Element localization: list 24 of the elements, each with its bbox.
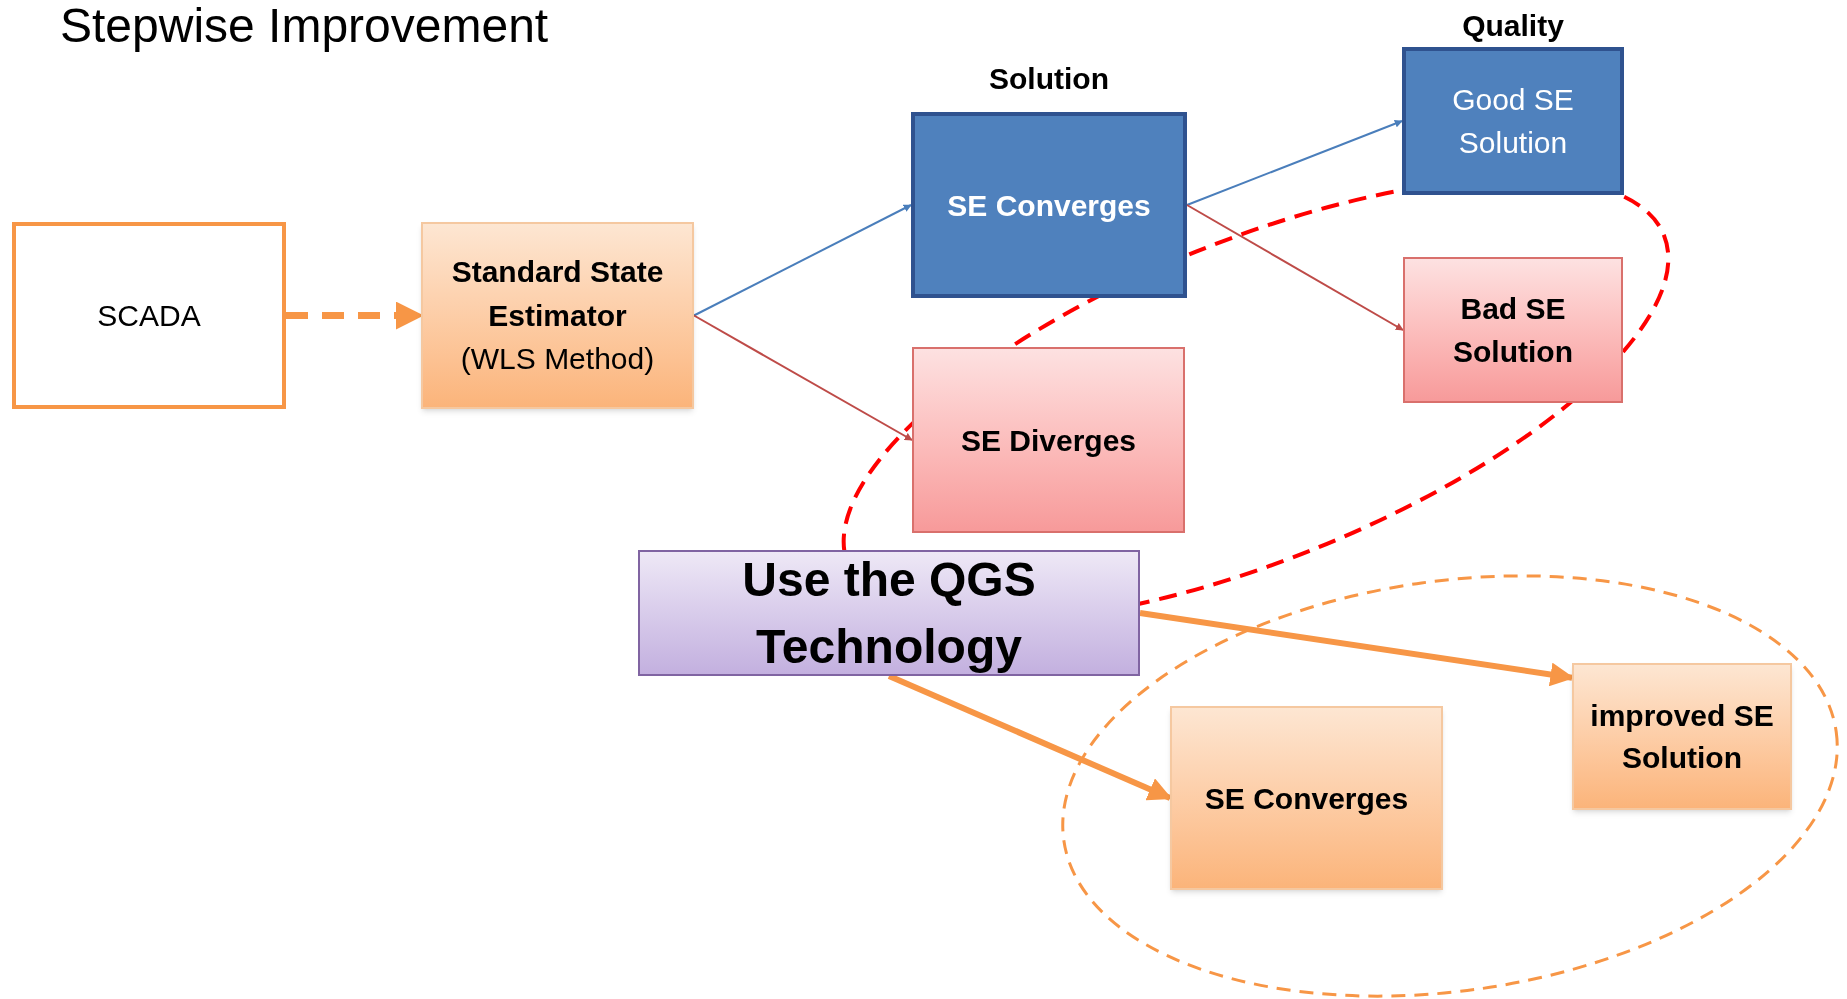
arrow — [1186, 204, 1404, 331]
node-text: Bad SE Solution — [1452, 290, 1574, 370]
result-box — [912, 347, 1185, 533]
column-heading: Quality — [1461, 8, 1565, 44]
node-text: (WLS Method) — [460, 341, 655, 378]
node-text: SE Converges — [947, 187, 1151, 224]
node-text: Good SE Solution — [1451, 81, 1575, 161]
node-text: Standard State Estimator — [450, 254, 665, 334]
node-text: improved SE Solution — [1589, 697, 1775, 776]
arrow — [1186, 119, 1403, 206]
result-box — [1572, 663, 1792, 810]
method-box — [638, 550, 1140, 676]
column-heading: Solution — [988, 61, 1110, 97]
arrow — [693, 314, 913, 441]
node-text: SCADA — [97, 298, 201, 334]
title: Stepwise Improvement — [60, 0, 549, 53]
result-box — [1403, 257, 1623, 403]
node-text: SE Converges — [1204, 780, 1409, 817]
node-text: SE Diverges — [960, 422, 1137, 459]
result-box — [1170, 706, 1443, 890]
arrow — [693, 204, 912, 317]
node-text: Use the QGS Technology — [741, 551, 1037, 675]
process-box — [12, 222, 286, 409]
process-box — [421, 222, 694, 409]
